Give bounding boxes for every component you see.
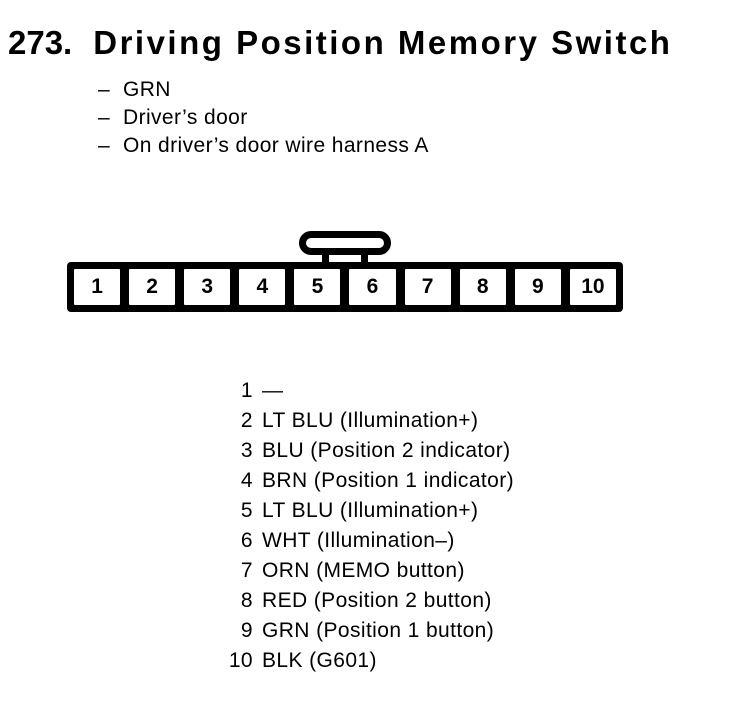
connector-latch-icon — [299, 231, 391, 255]
pin-list-row: 10 BLK (G601) — [163, 646, 514, 676]
pin-list-row: 4 BRN (Position 1 indicator) — [163, 466, 514, 496]
pin-list-row: 8 RED (Position 2 button) — [163, 586, 514, 616]
pin-list-row: 2 LT BLU (Illumination+) — [163, 406, 514, 436]
dash-bullet: – — [98, 106, 111, 129]
section-title: Driving Position Memory Switch — [93, 24, 673, 61]
pin-list-row: 6 WHT (Illumination–) — [163, 526, 514, 556]
connector-pin-cell: 3 — [184, 269, 231, 305]
connector-pin-cell: 8 — [459, 269, 506, 305]
pin-number: 8 — [240, 589, 253, 612]
section-number: 273. — [8, 24, 73, 61]
pin-label: BRN (Position 1 indicator) — [262, 469, 514, 492]
pin-list-row: 5 LT BLU (Illumination+) — [163, 496, 514, 526]
connector-pin-cell: 1 — [74, 269, 121, 305]
pin-number: 7 — [240, 559, 253, 582]
dash-bullet: – — [98, 78, 111, 101]
note-text: On driver’s door wire harness A — [123, 134, 429, 157]
pin-list-row: 3 BLU (Position 2 indicator) — [163, 436, 514, 466]
notes-list: –GRN–Driver’s door–On driver’s door wire… — [98, 76, 429, 160]
pin-label: WHT (Illumination–) — [262, 529, 455, 552]
pin-number: 3 — [240, 439, 253, 462]
pin-number: 2 — [240, 409, 253, 432]
pin-number: 6 — [240, 529, 253, 552]
pin-number: 1 — [240, 379, 253, 402]
connector-pin-cell: 4 — [239, 269, 286, 305]
connector-pin-cell: 10 — [569, 269, 616, 305]
note-line: –Driver’s door — [98, 104, 429, 132]
pin-number: 9 — [240, 619, 253, 642]
pin-number: 10 — [228, 649, 253, 672]
connector-pin-cell: 5 — [294, 269, 341, 305]
pin-label: LT BLU (Illumination+) — [262, 499, 479, 522]
pin-list-row: 1— — [163, 376, 514, 406]
connector-pin-cell: 7 — [404, 269, 451, 305]
pin-list-row: 7 ORN (MEMO button) — [163, 556, 514, 586]
note-line: –GRN — [98, 76, 429, 104]
connector-pin-cell: 2 — [129, 269, 176, 305]
pin-label: BLK (G601) — [262, 649, 377, 672]
pin-label: — — [262, 379, 284, 402]
page-title: 273. Driving Position Memory Switch — [8, 26, 672, 59]
connector-latch-stem — [322, 255, 368, 263]
connector-pin-cell: 6 — [349, 269, 396, 305]
pin-label: ORN (MEMO button) — [262, 559, 465, 582]
pin-label: RED (Position 2 button) — [262, 589, 492, 612]
note-text: GRN — [123, 78, 171, 101]
note-text: Driver’s door — [123, 106, 248, 129]
pin-label: LT BLU (Illumination+) — [262, 409, 479, 432]
pin-label: GRN (Position 1 button) — [262, 619, 495, 642]
pin-list-row: 9 GRN (Position 1 button) — [163, 616, 514, 646]
pin-label: BLU (Position 2 indicator) — [262, 439, 511, 462]
dash-bullet: – — [98, 134, 111, 157]
pin-number: 5 — [240, 499, 253, 522]
pin-number: 4 — [240, 469, 253, 492]
connector-pin-cell: 9 — [514, 269, 561, 305]
note-line: –On driver’s door wire harness A — [98, 132, 429, 160]
